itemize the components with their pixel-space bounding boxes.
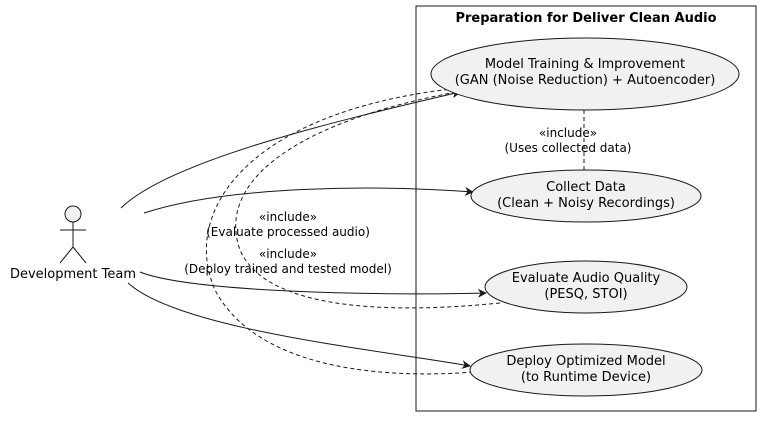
association-evaluate — [139, 271, 487, 298]
boundary-title: Preparation for Deliver Clean Audio — [455, 11, 716, 26]
include-note: (Deploy trained and tested model) — [184, 262, 392, 276]
system-boundary — [415, 5, 757, 412]
use-case-deploy-model[interactable]: Deploy Optimized Model (to Runtime Devic… — [469, 343, 703, 397]
use-case-ellipse — [470, 169, 702, 223]
include-note: (Evaluate processed audio) — [206, 225, 370, 239]
include-stereotype: «include» — [539, 126, 597, 140]
use-case-collect-data[interactable]: Collect Data (Clean + Noisy Recordings) — [470, 169, 702, 223]
use-case-title: Model Training & Improvement — [485, 57, 685, 72]
actor-development-team[interactable]: Development Team — [10, 205, 136, 282]
use-case-subtitle: (Clean + Noisy Recordings) — [497, 196, 675, 211]
association-deploy — [127, 282, 471, 370]
include-label-evaluate-train: «include» (Evaluate processed audio) — [206, 210, 370, 239]
include-stereotype: «include» — [259, 210, 317, 224]
association-train — [120, 89, 461, 209]
association-collect — [143, 186, 474, 214]
actor-head — [64, 205, 82, 223]
include-label-deploy-train: «include» (Deploy trained and tested mod… — [184, 247, 392, 276]
actor-label: Development Team — [10, 267, 136, 282]
use-case-title: Evaluate Audio Quality — [512, 271, 661, 286]
actor-left-leg — [59, 246, 74, 264]
include-deploy-train — [206, 84, 474, 375]
use-case-model-training[interactable]: Model Training & Improvement (GAN (Noise… — [430, 37, 740, 111]
use-case-subtitle: (to Runtime Device) — [521, 370, 651, 385]
use-case-ellipse — [430, 37, 740, 111]
use-case-ellipse — [484, 260, 688, 314]
include-stereotype: «include» — [259, 247, 317, 261]
actor-right-leg — [72, 246, 87, 264]
use-case-ellipse — [469, 343, 703, 397]
include-note: (Uses collected data) — [505, 141, 632, 155]
use-case-subtitle: (PESQ, STOI) — [544, 287, 627, 302]
include-label-train-collect: «include» (Uses collected data) — [505, 126, 632, 155]
use-case-title: Deploy Optimized Model — [506, 354, 665, 369]
use-case-evaluate-audio[interactable]: Evaluate Audio Quality (PESQ, STOI) — [484, 260, 688, 314]
use-case-subtitle: (GAN (Noise Reduction) + Autoencoder) — [455, 73, 716, 88]
use-case-title: Collect Data — [546, 180, 626, 195]
